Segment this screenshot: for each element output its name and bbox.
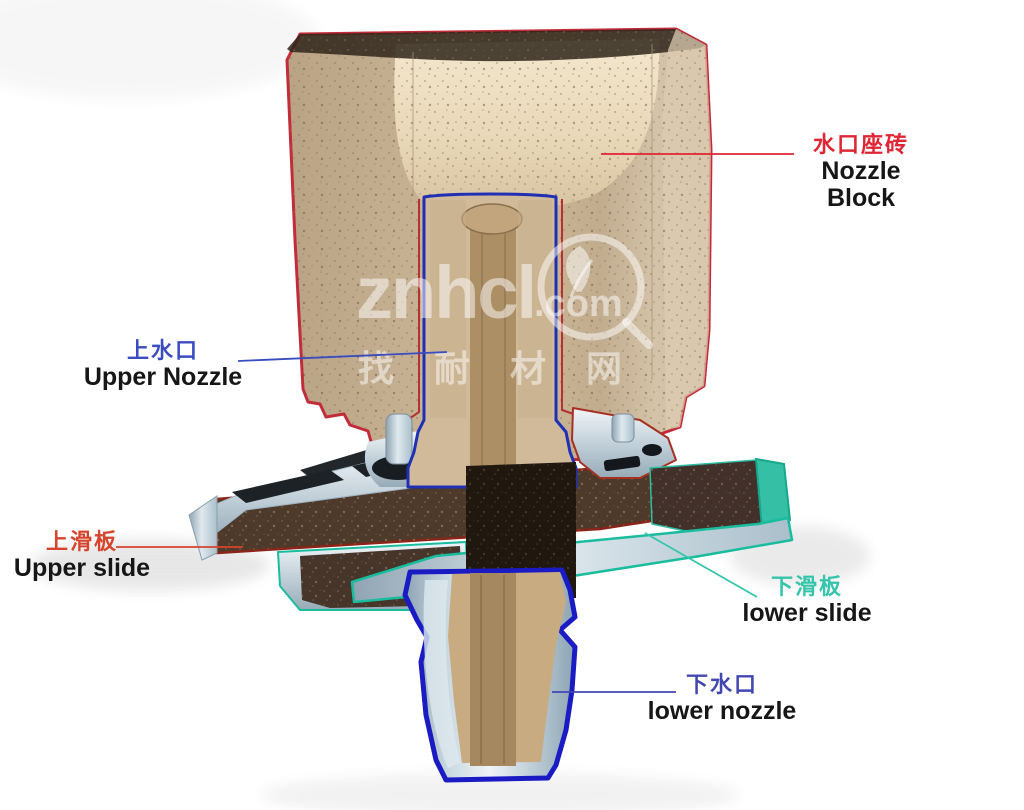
hub-hole-right	[642, 444, 662, 456]
upper-nozzle-cut-face-left	[430, 200, 466, 418]
hub-right	[571, 407, 677, 479]
upper-nozzle-bore	[470, 222, 516, 485]
watermark: znhcl .com 找 耐 材 网	[356, 233, 653, 389]
upper-nozzle-leader-line	[237, 351, 448, 362]
floor-shadow	[260, 773, 740, 810]
watermark-cjk-char: 耐	[434, 348, 470, 389]
arm-tip-cap	[188, 495, 218, 561]
bore-shading	[481, 224, 506, 485]
lower-slide-right	[649, 457, 792, 535]
watermark-leaf-stem-icon	[569, 259, 594, 298]
corner-vignette	[0, 0, 320, 100]
upper-nozzle	[406, 192, 578, 489]
lower-bore-shading	[480, 575, 505, 764]
watermark-brand-text: znhcl	[356, 251, 535, 334]
plate-bore-speckle	[466, 462, 576, 600]
lower-slide-leader-line	[644, 532, 758, 598]
watermark-cjk-char: 材	[510, 348, 546, 389]
hub-slot-right	[603, 455, 641, 472]
hub-right-face	[571, 407, 677, 479]
guide-pin-left	[385, 413, 413, 465]
watermark-magnifier-circle-icon	[537, 233, 645, 341]
lower-nozzle	[402, 567, 578, 783]
guide-pin-right	[611, 413, 635, 443]
bore-dome-top	[461, 203, 523, 235]
watermark-leaf-icon	[566, 246, 591, 292]
leader-lines	[116, 153, 794, 693]
lower-slide-end-cap	[754, 457, 792, 530]
watermark-cjk-char: 网	[586, 348, 622, 389]
lower-nozzle-highlight	[423, 580, 460, 768]
arm-slot-a	[232, 470, 344, 503]
lower-nozzle-bore	[470, 573, 516, 766]
lower-plate-right-speckle	[650, 460, 762, 534]
watermark-magnifier-handle-icon	[622, 318, 653, 349]
